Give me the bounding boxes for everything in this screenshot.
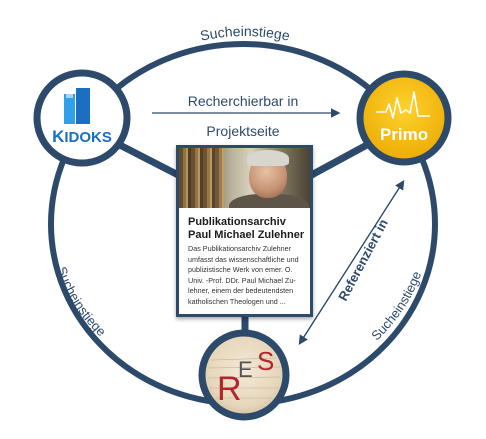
card-text-line: publizistische Werk von emer. O. [188,265,293,274]
card-text-line: umfasst das wissenschaftliche und [188,254,299,264]
res-letter-r: R [217,370,242,408]
card-text-line: Das Publikationsarchiv Zulehner [188,244,292,253]
label-projektseite: Projektseite [206,123,279,139]
card-text-line: Univ. -Prof. DDr. Paul Michael Zu- [188,275,296,285]
primo-name: Primo [380,125,428,144]
spoke-primo [304,136,378,182]
portrait-hair [247,150,289,166]
bookshelf-background [179,148,224,208]
portrait-photo [179,148,310,208]
kidoks-node[interactable]: KIDOKS [33,69,131,167]
arrow-referenziert-back [298,181,404,346]
kidoks-name: KIDOKS [52,127,112,146]
portrait-shoulders [229,194,309,208]
card-title[interactable]: Publikationsarchiv Paul Michael Zulehner [188,216,305,241]
card-description: Das Publikationsarchiv Zulehner umfasst … [188,244,309,307]
label-referenziert: Referenziert in [335,216,391,303]
project-card[interactable]: Publikationsarchiv Paul Michael Zulehner… [176,145,313,317]
card-text-line: katholischen Theologen und ... [188,296,286,306]
kidoks-logo-icon [64,88,90,124]
res-letter-s: S [257,346,274,376]
primo-pulse-icon [376,91,430,119]
res-node[interactable]: R E S [198,329,290,421]
card-text-line: lehner, einem der bedeutendsten [188,286,294,295]
primo-node[interactable]: Primo [356,70,452,166]
res-letter-e: E [238,357,253,382]
label-recherchierbar: Recherchierbar in [188,93,299,109]
label-left-arc: Sucheinstiege [54,265,109,340]
spoke-kidoks [108,136,186,182]
label-top-arc: Sucheinstiege [199,23,292,44]
res-manuscript-texture [207,357,281,399]
